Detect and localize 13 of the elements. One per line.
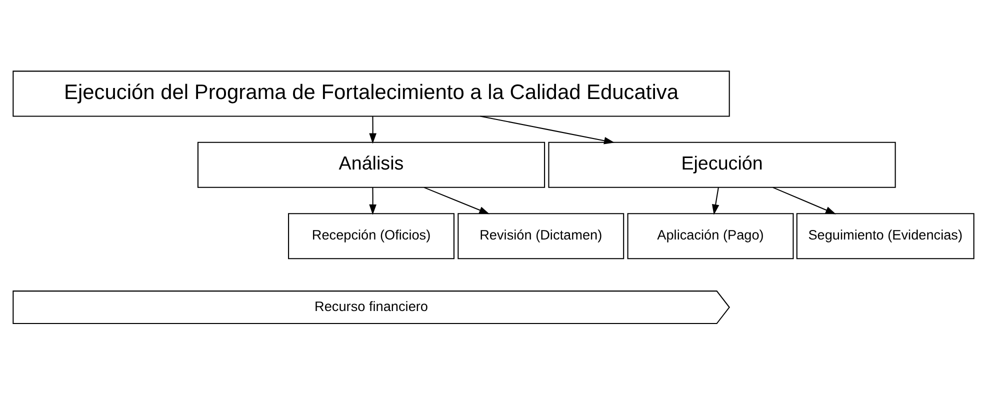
node-box: Seguimiento (Evidencias) xyxy=(796,212,974,259)
node-box: Ejecución del Programa de Fortalecimiento a la Calidad Educativa xyxy=(12,70,730,116)
arrow xyxy=(772,186,836,214)
node-box: Revisión (Dictamen) xyxy=(458,212,624,259)
arrow xyxy=(369,116,376,144)
node-box: Análisis xyxy=(197,141,546,188)
node-box: Ejecución xyxy=(548,141,896,188)
arrow xyxy=(369,186,376,214)
arrow xyxy=(712,186,720,214)
arrow xyxy=(480,115,615,144)
arrow xyxy=(424,186,490,214)
node-box: Aplicación (Pago) xyxy=(627,212,794,259)
node-box: Recepción (Oficios) xyxy=(288,212,454,259)
